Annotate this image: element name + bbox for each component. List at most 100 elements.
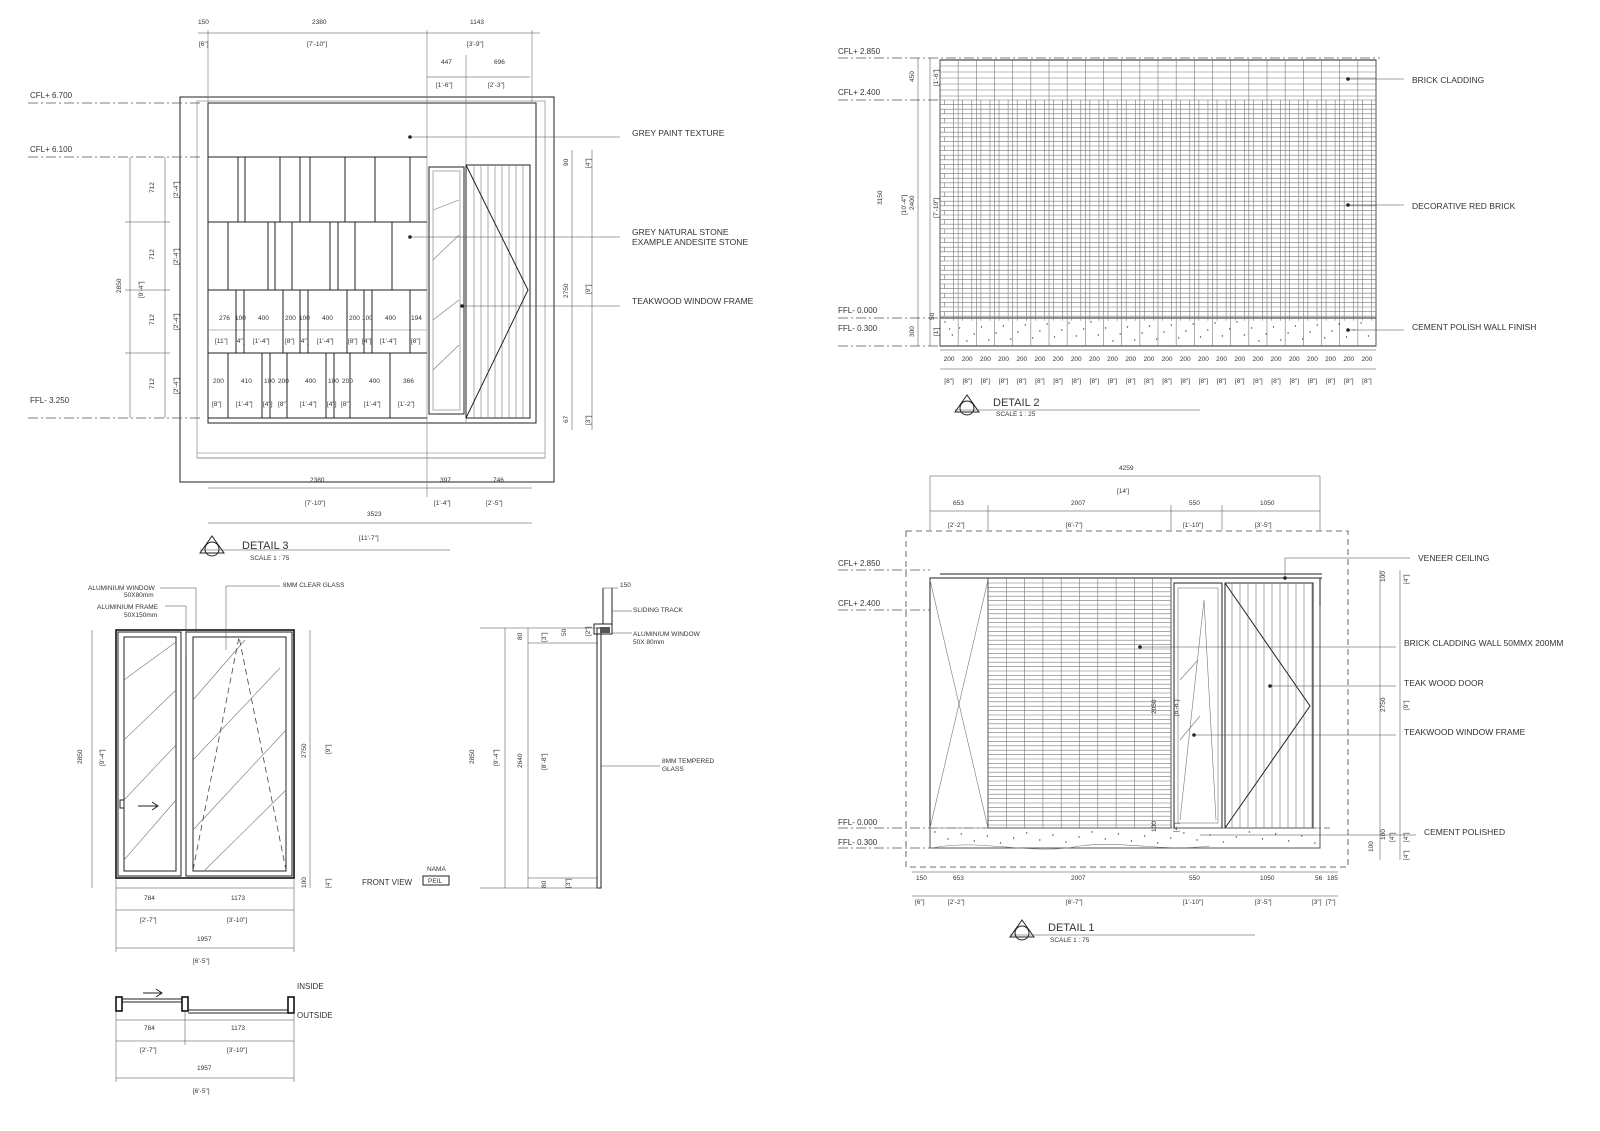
cement-speckle [986,835,989,837]
cement-speckle [1012,837,1015,839]
teak-door-boards [1231,583,1313,828]
detail-2-bottom-dims: 200 [8"] 200 [8"] 200 [8"] 200 [8"] 200 [8"] 200 [8… [944,356,1373,385]
brick-pattern [939,60,1377,346]
dim: 185 [1327,875,1338,882]
cement-speckle [1192,323,1194,325]
dim: 550 [1189,500,1200,507]
label-aluminium-window: ALUMINIUM WINDOW [88,585,156,592]
cement-speckle [1243,334,1246,336]
dim: 2380 [310,477,325,484]
dim: 100 [301,877,308,888]
dim: 712 [149,378,156,389]
dim-label: 200 [998,356,1009,363]
cement-speckle [1104,838,1107,840]
window-section [480,587,660,889]
dim-label: [8"] [1344,378,1354,385]
dim-label: [8"] [1071,378,1081,385]
cement-speckle [1156,338,1158,340]
dim-label: 200 [1180,356,1191,363]
cement-speckle [1248,831,1251,833]
dim: 1050 [1260,875,1275,882]
cement-speckle [1046,323,1048,325]
cement-speckle [1143,835,1146,837]
dim: 50 [561,628,568,636]
cement-speckle [1235,836,1238,838]
dim: 1957 [197,936,212,943]
dim-label: 200 [1307,356,1318,363]
cement-speckle [1302,338,1304,340]
level-cfl-2400: CFL+ 2.400 [838,599,881,608]
dim-label: 200 [1361,356,1372,363]
dim: [7'-10"] [933,198,940,218]
dim: [8"] [212,401,222,408]
dim: 696 [494,59,505,66]
dim-label: [8"] [1144,378,1154,385]
dim: 4259 [1119,465,1134,472]
dim-label: [8"] [1235,378,1245,385]
cement-speckle [1090,321,1092,323]
dim-label: [8"] [1326,378,1336,385]
cement-speckle [1170,837,1172,839]
dim: [1'-4"] [253,338,270,345]
dim: [6"] [915,899,925,906]
dim: [6'-5"] [193,958,210,965]
label-8mm-tempered: 8MM TEMPERED [662,758,715,765]
detail-2-text: CFL+ 2.850 CFL+ 2.400 FFL- 0.000 FFL- 0.… [838,47,1536,418]
level-cfl-2850: CFL+ 2.850 [838,559,881,568]
level-cfl-6700: CFL+ 6.700 [30,91,73,100]
dim: 2850 [469,749,476,764]
dim-label: [8"] [1053,378,1063,385]
cement-speckle [958,327,961,329]
dim: 410 [241,378,252,385]
cement-speckle [1075,335,1078,337]
cement-speckle [1207,329,1209,331]
dim: [8'-8"] [541,753,548,770]
dim: [8"] [278,401,288,408]
cement-speckle [1214,322,1216,324]
dim: [10'-4"] [901,195,908,215]
cement-speckle [1017,331,1019,333]
dim-label: [8"] [1308,378,1318,385]
level-ffl-0300: FFL- 0.300 [838,838,878,847]
cement-speckle [966,340,968,342]
dim: [4"] [327,401,337,408]
dim-label: 200 [1053,356,1064,363]
cement-speckle [1134,339,1136,341]
cement-speckle [1126,326,1129,328]
label-sliding-track: SLIDING TRACK [633,607,683,614]
cement-speckle [1130,840,1133,842]
dim: [4"] [1173,822,1180,832]
dim: 366 [403,378,414,385]
cement-speckle [1117,833,1120,835]
cement-speckle [1261,838,1264,840]
dim: 2007 [1071,500,1086,507]
cement-speckle [995,332,997,334]
cement-speckle [1170,324,1173,326]
dim: 400 [258,315,269,322]
cement-speckle [1024,324,1027,326]
cement-speckle [1078,836,1080,838]
cement-speckle [944,321,946,323]
dim-label: [8"] [1035,378,1045,385]
dim: [2'-4"] [173,181,180,198]
label-decorative-red-brick: DECORATIVE RED BRICK [1412,201,1516,211]
dim: [1'-4"] [364,401,381,408]
label-grey-stone: GREY NATURAL STONE [632,227,729,237]
dim: [4"] [235,338,245,345]
dim: [14'] [1117,488,1129,495]
window-front-text: ALUMINIUM WINDOW 50X80mm ALUMINIUM FRAME… [77,582,446,965]
tag-peil: PEIL [428,878,442,885]
detail-2-title: DETAIL 2 [993,397,1039,409]
dim: 56 [1315,875,1323,882]
cement-speckle [1301,835,1303,837]
level-ffl-0000: FFL- 0.000 [838,306,878,315]
dim-label: [8"] [1162,378,1172,385]
dim-label: 200 [1343,356,1354,363]
dim-label: [8"] [1271,378,1281,385]
dim: 194 [411,315,422,322]
detail-2-elevation [838,57,1404,416]
dim: [2'-7"] [140,1047,157,1054]
dim: 450 [909,71,916,82]
dim-label: [8"] [1108,378,1118,385]
